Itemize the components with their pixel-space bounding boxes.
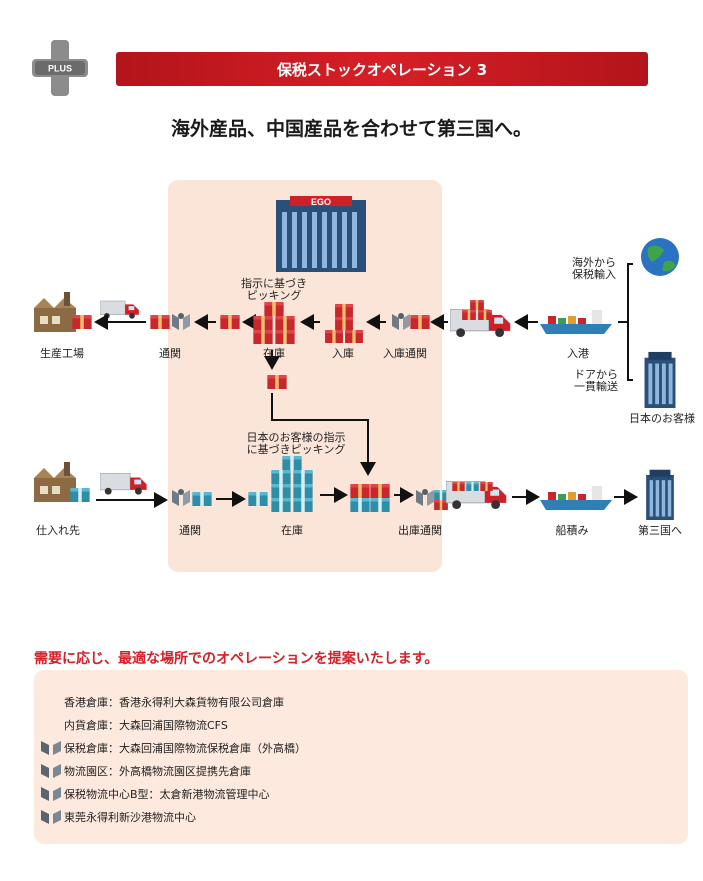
label-stock-bottom: 在庫 [281, 524, 303, 537]
note-item-bonded: 保税倉庫：大森回浦国際物流保税倉庫（外高橋） [40, 736, 306, 759]
handshake-icon [41, 763, 61, 778]
notes-list: 香港倉庫：香港永得利大森貨物有限公司倉庫 内貨倉庫：大森回浦国際物流CFS 保税… [40, 690, 306, 828]
ego-logo: EGO [311, 197, 331, 207]
note-item-dongguan: 東莞永得利新沙港物流中心 [40, 805, 306, 828]
stock-stack-icon [253, 302, 295, 344]
combined-cargo-icon [350, 484, 390, 512]
outbound-customs-tbox-icon [434, 490, 448, 500]
label-outbound-customs: 出庫通関 [398, 524, 442, 537]
customs-box-icon [150, 315, 170, 329]
third-country-building-icon [646, 469, 674, 520]
connector-to-outbound [271, 393, 376, 476]
plus-badge-text: PLUS [48, 64, 72, 74]
label-stock-top: 在庫 [263, 347, 285, 360]
picking-box-icon [220, 315, 240, 329]
label-japan-customer: 日本のお客様 [629, 412, 695, 425]
globe-icon [641, 238, 679, 276]
label-factory: 生産工場 [40, 347, 84, 360]
customs-handshake-icon [172, 313, 190, 330]
inbound-customs-box-icon [410, 315, 430, 329]
header-title: 保税ストックオペレーション 3 [276, 60, 488, 79]
label-port: 入港 [567, 347, 589, 360]
label-customs-top: 通関 [159, 347, 181, 360]
factory-box-icon [72, 315, 92, 329]
label-customer-instruction: 日本のお客様の指示に基づきピッキング [246, 431, 346, 456]
picked-box-icon [267, 375, 287, 389]
label-overseas-import: 海外から保税輸入 [572, 256, 616, 281]
label-inbound-customs: 入庫通関 [383, 347, 427, 360]
factory-icon [34, 292, 76, 332]
outbound-customs-box-icon [434, 500, 448, 510]
note-item-domestic: 内貨倉庫：大森回浦国際物流CFS [64, 718, 228, 732]
label-customs-bottom: 通関 [179, 524, 201, 537]
label-loading: 船積み [555, 524, 589, 537]
small-truck-icon [100, 300, 140, 320]
inbound-customs-handshake-icon [392, 313, 410, 330]
stock-bottom-box-icon [248, 492, 268, 506]
receiving-stack-icon [325, 304, 363, 343]
supplier-factory-icon [34, 462, 76, 502]
handshake-icon [41, 740, 61, 755]
subtitle: 海外産品、中国産品を合わせて第三国へ。 [170, 118, 532, 140]
source-bracket [627, 263, 633, 381]
label-supplier: 仕入れ先 [36, 524, 80, 537]
note-item-bonded-center: 保税物流中心B型：太倉新港物流管理中心 [40, 782, 306, 805]
note-item-logistics-park: 物流園区：外高橋物流園区提携先倉庫 [40, 759, 306, 782]
stock-bottom-stack-icon [271, 456, 313, 512]
label-picking: 指示に基づきピッキング [241, 277, 307, 302]
supplier-box-icon [70, 488, 90, 502]
customs-bottom-box-icon [192, 492, 212, 506]
note-item-hongkong: 香港倉庫：香港永得利大森貨物有限公司倉庫 [64, 695, 284, 709]
label-door-to-door: ドアから一貫輸送 [574, 368, 618, 393]
label-third-country: 第三国へ [638, 524, 682, 537]
handshake-icon [41, 809, 61, 824]
customs-bottom-handshake-icon [172, 489, 190, 506]
header-title-bar: 保税ストックオペレーション 3 [116, 52, 648, 86]
outbound-truck-cargo-icon [452, 482, 493, 491]
ego-building-icon: EGO [276, 196, 366, 272]
plus-badge-icon: PLUS [32, 40, 88, 96]
flow-diagram: EGO [34, 196, 679, 520]
outbound-ship-icon [540, 486, 612, 510]
label-receiving: 入庫 [332, 347, 354, 360]
notes-title: 需要に応じ、最適な場所でのオペレーションを提案いたします。 [34, 651, 439, 667]
supplier-truck-icon [100, 473, 147, 496]
inbound-ship-icon [540, 310, 612, 334]
handshake-icon [41, 786, 61, 801]
outbound-customs-handshake-icon [416, 489, 434, 506]
notes-panel [34, 670, 688, 844]
japan-customer-building-icon [644, 351, 676, 408]
